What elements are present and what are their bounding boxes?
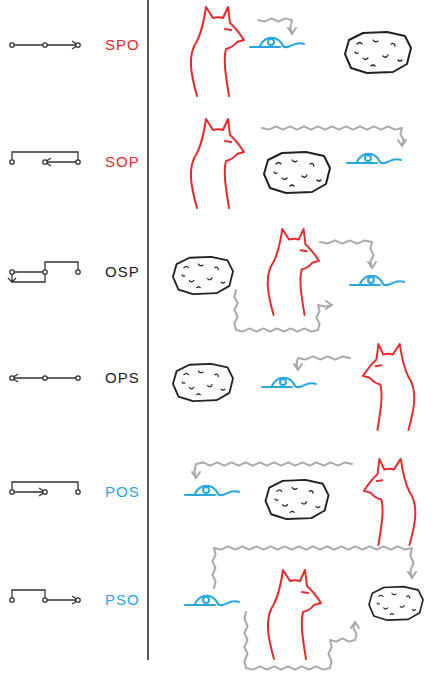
arrow-head [368, 262, 376, 268]
word-order-label: OPS [105, 369, 140, 387]
arrow-head [192, 472, 200, 478]
arrow-head [326, 301, 332, 309]
gaze-arrow [212, 546, 413, 588]
arrow-head [351, 622, 359, 628]
word-order-label: POS [105, 483, 140, 501]
gaze-arrow [262, 126, 404, 146]
word-order-label: SPO [105, 36, 140, 54]
arrow-head [398, 140, 406, 146]
gaze-arrow [296, 356, 350, 370]
arrow-head [408, 572, 416, 578]
gaze-arrow [258, 18, 292, 34]
gaze-arrow [320, 240, 374, 268]
arrow-head [288, 28, 296, 34]
gaze-arrow [194, 462, 352, 478]
word-order-label: PSO [105, 591, 140, 609]
word-order-label: SOP [105, 153, 140, 171]
word-order-label: OSP [105, 263, 140, 281]
arrow-head [294, 364, 302, 370]
gaze-arrow [244, 612, 356, 670]
gaze-arrow [234, 290, 332, 332]
